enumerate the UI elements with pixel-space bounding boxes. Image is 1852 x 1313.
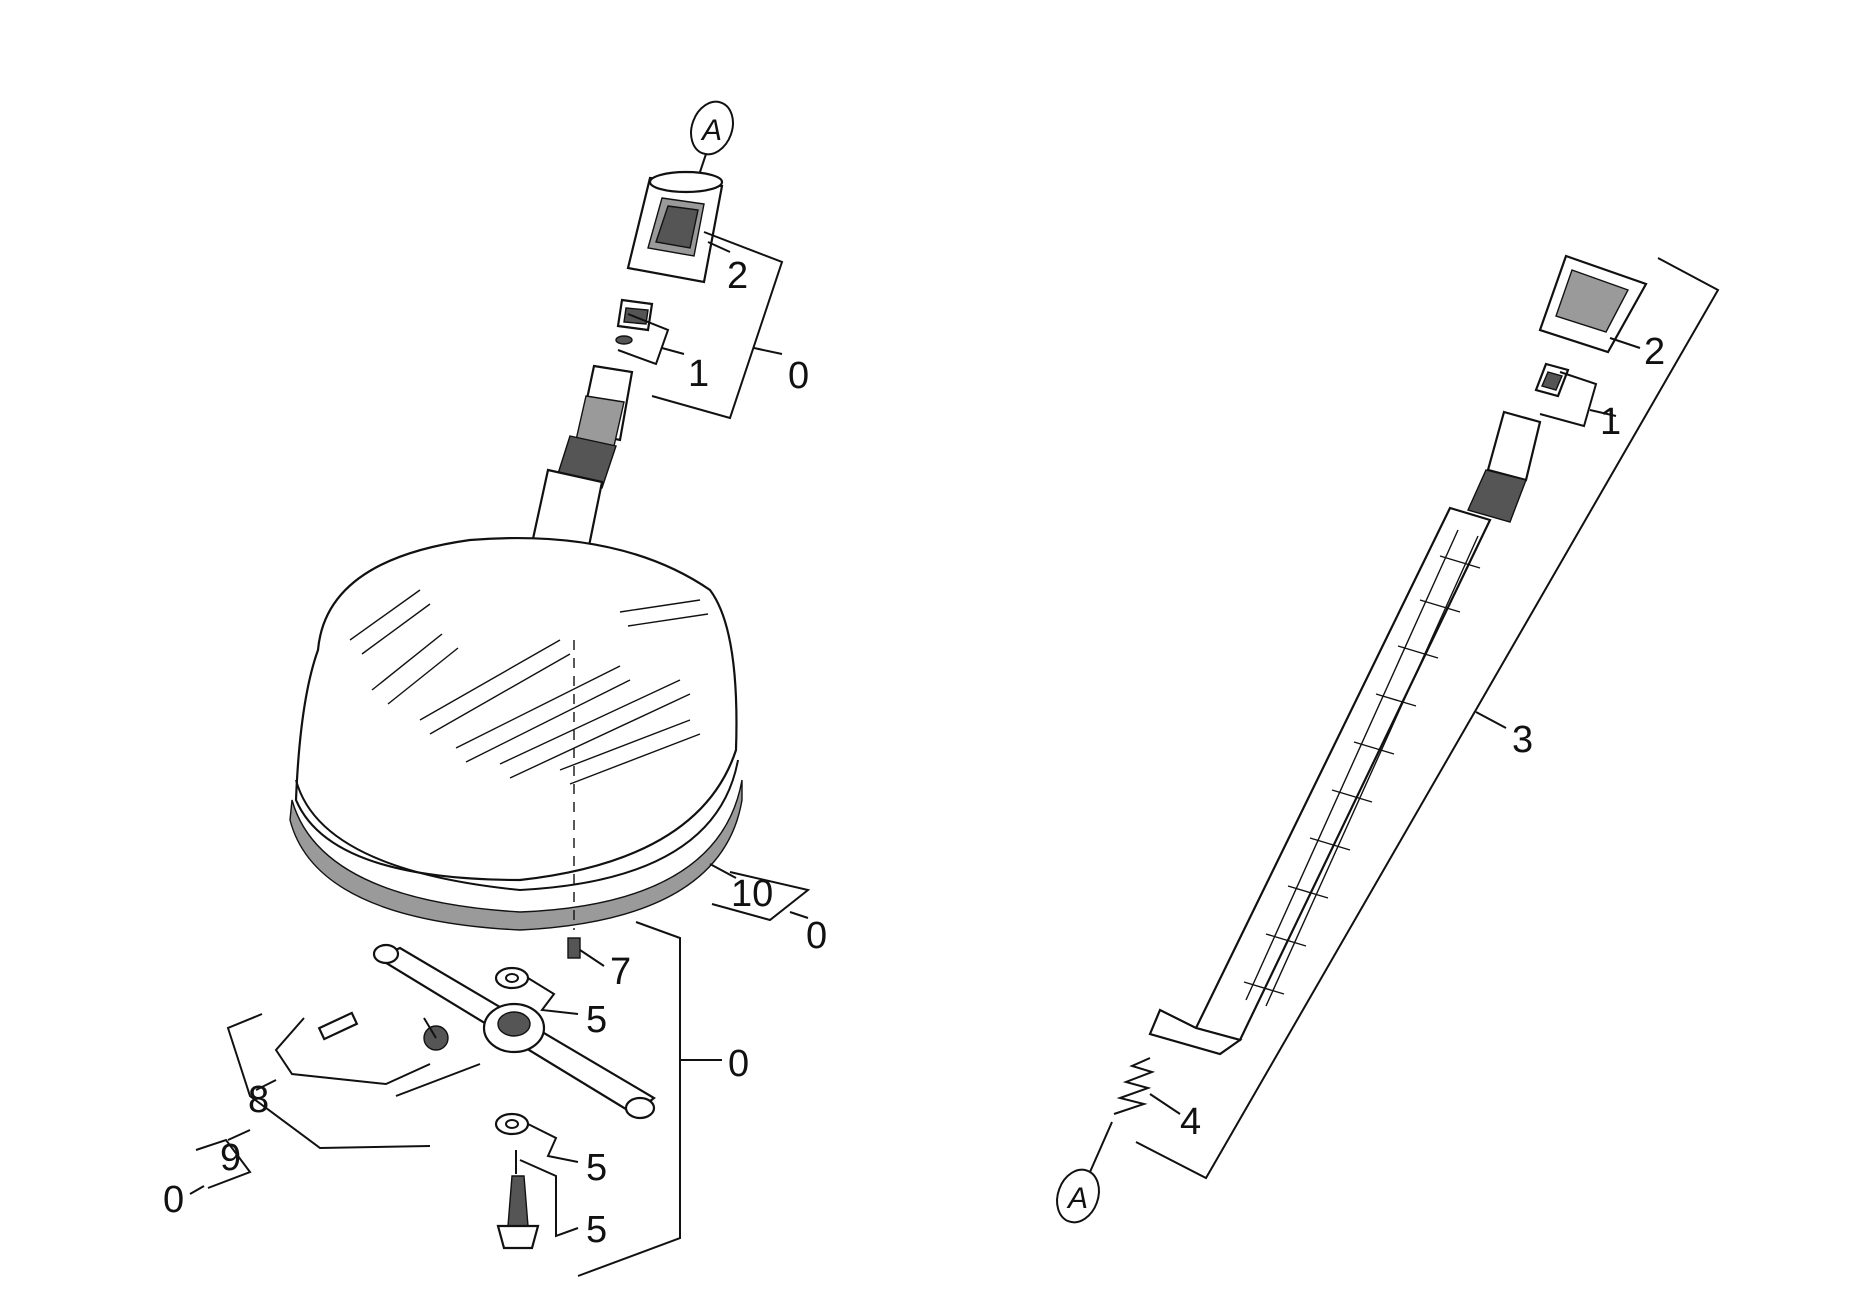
left-leader-lines [189, 231, 811, 1277]
washer-upper-part [494, 966, 530, 990]
right-leader-lines [1135, 257, 1720, 1180]
callout-lance-insert: 1 [1600, 401, 1621, 443]
callout-rotor-set: 0 [163, 1179, 184, 1221]
callout-brush-ring: 10 [731, 873, 773, 915]
callout-nozzle-cap: 2 [727, 255, 748, 297]
surface-cleaner-assembly: A [163, 100, 827, 1277]
callout-lower-group: 0 [728, 1043, 749, 1085]
callout-lance-tube: 3 [1512, 719, 1533, 761]
callout-nozzle-insert: 1 [688, 353, 709, 395]
connector-part [555, 364, 634, 489]
screw-part [567, 937, 605, 967]
left-callouts: 2 1 0 10 0 7 5 0 5 5 8 9 0 [163, 255, 827, 1251]
cleaner-housing [289, 537, 743, 931]
rotor-nozzle-part [496, 1150, 540, 1250]
reference-marker-a-top-label: A [700, 114, 722, 147]
callout-brush-group: 0 [806, 915, 827, 957]
callout-seal: 5 [586, 1209, 607, 1251]
lance-tube-part [1148, 506, 1492, 1056]
lance-spring-part [1113, 1057, 1156, 1115]
callout-washer-lower: 5 [586, 1147, 607, 1189]
reference-marker-a-bottom-label: A [1066, 1182, 1088, 1215]
lance-assembly: A 2 1 3 4 [1056, 254, 1720, 1224]
lance-cap-part [1538, 254, 1648, 354]
callout-lance-cap: 2 [1644, 331, 1665, 373]
callout-screw: 7 [610, 951, 631, 993]
nozzle-insert-part [615, 298, 654, 345]
nozzle-cap-part [626, 170, 724, 284]
callout-washer-upper: 5 [586, 999, 607, 1041]
washer-lower-part [494, 1112, 530, 1136]
reference-marker-a-top: A [690, 100, 734, 179]
rotor-arm-part [317, 943, 656, 1120]
callout-rotor-group: 9 [220, 1137, 241, 1179]
lance-coupling-part [1467, 410, 1542, 523]
callout-upper-group: 0 [788, 355, 809, 397]
callout-clip-group: 8 [248, 1079, 269, 1121]
callout-lance-spring: 4 [1180, 1101, 1201, 1143]
lance-insert-part [1534, 362, 1570, 398]
right-callouts: 2 1 3 4 [1180, 331, 1665, 1143]
reference-marker-a-bottom: A [1056, 1121, 1113, 1224]
